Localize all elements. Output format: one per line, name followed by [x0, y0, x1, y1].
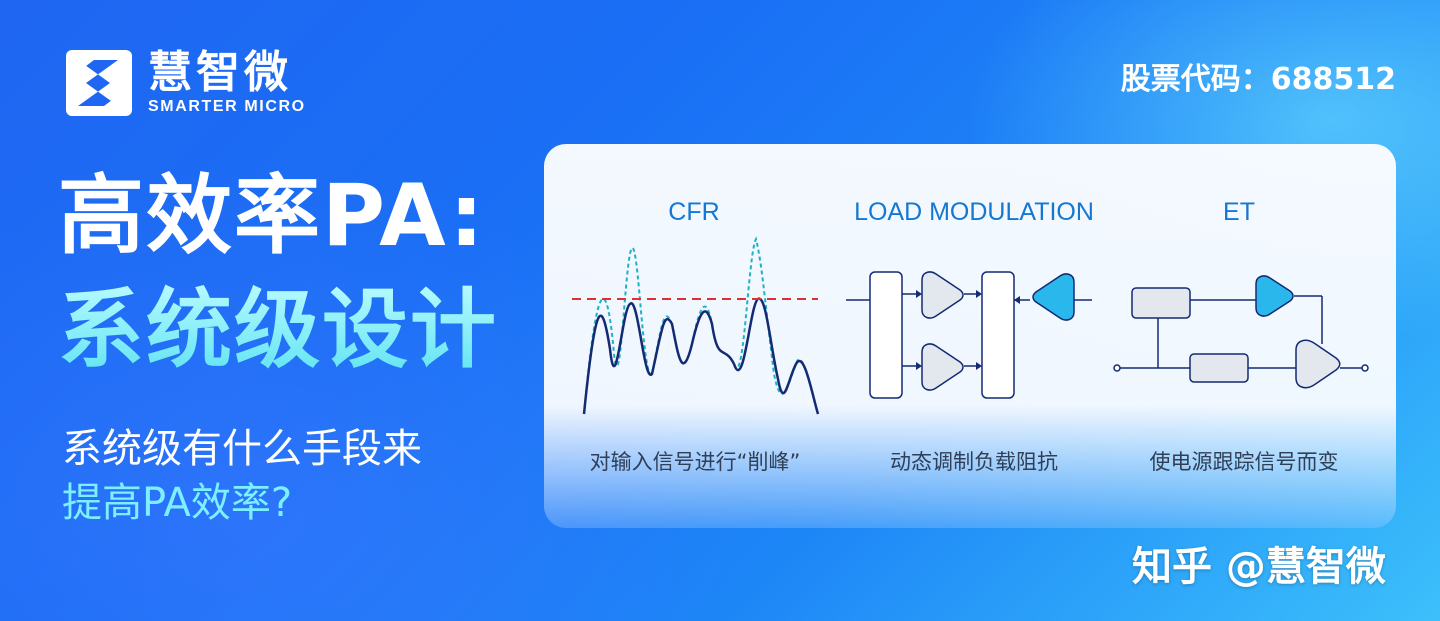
zhihu-watermark: 知乎 @慧智微 [1132, 544, 1386, 590]
cfr-waveform-diagram [572, 236, 820, 415]
envelope-tracking-diagram [1113, 275, 1369, 389]
envelope-detector-block [1131, 287, 1191, 319]
headline-line1: 高效率PA: [58, 166, 486, 266]
et-driver-amplifier-icon [1255, 275, 1294, 317]
headline-line2: 系统级设计 [58, 280, 498, 380]
brand-logo: 慧智微 SMARTER MICRO [64, 48, 306, 118]
load-modulation-description: 动态调制负载阻抗 [890, 450, 1058, 474]
delay-block [1189, 353, 1249, 383]
splitter-block [869, 271, 903, 399]
smarter-micro-logo-icon [66, 50, 132, 116]
load-modulation-diagram [846, 271, 1092, 399]
load-amplifier-icon [1032, 273, 1075, 321]
brand-name-en: SMARTER MICRO [148, 98, 306, 115]
cfr-description: 对输入信号进行“削峰” [589, 450, 801, 474]
et-output-node [1361, 364, 1369, 372]
techniques-diagram [572, 236, 1369, 415]
combiner-block [981, 271, 1015, 399]
stock-code: 股票代码：688512 [1120, 62, 1396, 97]
main-amplifier-icon [921, 271, 964, 319]
techniques-card: CFR LOAD MODULATION ET [544, 144, 1396, 528]
et-title: ET [1223, 198, 1255, 226]
subtitle-line2: 提高PA效率? [62, 480, 293, 526]
cfr-title: CFR [668, 198, 720, 226]
load-modulation-title: LOAD MODULATION [854, 198, 1094, 226]
cfr-original-peak-curve [583, 236, 819, 415]
subtitle-line1: 系统级有什么手段来 [62, 426, 422, 472]
peak-amplifier-icon [921, 343, 964, 391]
et-power-amplifier-icon [1295, 339, 1341, 389]
brand-name-cn: 慧智微 [148, 47, 292, 98]
et-description: 使电源跟踪信号而变 [1149, 450, 1339, 474]
cfr-clipped-curve [582, 297, 820, 415]
et-input-node [1113, 364, 1121, 372]
